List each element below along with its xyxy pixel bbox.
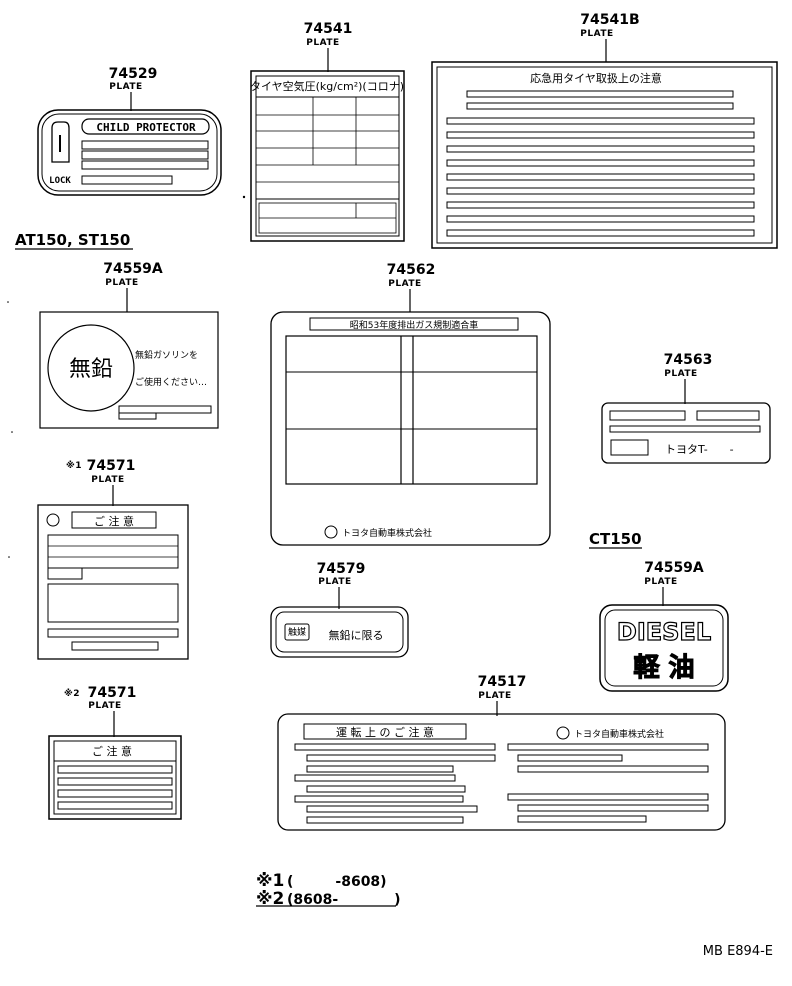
part-number-74579: 74579 (317, 561, 366, 577)
p74563-text: トヨタT- - (665, 443, 734, 456)
unleaded-line-2: ご使用ください… (135, 376, 207, 388)
tire-pressure-header: タイヤ空気圧(kg/cm²)(コロナ) (250, 79, 404, 93)
part-name-74579: PLATE (318, 577, 351, 587)
section-at150: AT150, ST150 (15, 231, 130, 249)
part-number-74517: 74517 (478, 674, 527, 690)
unleaded-symbol: 無鉛 (69, 357, 113, 382)
emission-maker: トヨタ自動車株式会社 (342, 527, 432, 539)
part-name-74559a-at150: PLATE (105, 278, 138, 288)
driving-caution-header: 運 転 上 の ご 注 意 (336, 725, 434, 739)
part-74562: 74562 PLATE 昭和53年度排出ガス規制適合車 トヨタ自動車株式会社 (270, 262, 551, 546)
lock-icon (51, 121, 70, 163)
part-74559a-at150: 74559A PLATE 無鉛 無鉛ガソリンを ご使用ください… (39, 261, 219, 429)
part-number-74541b: 74541B (580, 12, 639, 28)
unleaded-line-1: 無鉛ガソリンを (135, 349, 198, 361)
legend-note1-range: ( -8608) (287, 874, 387, 890)
child-protector-title: CHILD PROTECTOR (96, 121, 196, 134)
note2-prefix: ※2 (64, 688, 80, 699)
legend-note1-mark: ※1 (256, 871, 284, 891)
diagram-code: MB E894-E (703, 944, 773, 959)
legend-note2-mark: ※2 (256, 889, 284, 909)
part-number-74529: 74529 (109, 66, 158, 82)
driving-caution-maker: トヨタ自動車株式会社 (574, 728, 664, 740)
legend: ※1 ( -8608) ※2 (8608- ) (256, 871, 401, 909)
part-number-74563: 74563 (664, 352, 713, 368)
part-74559a-ct150: 74559A PLATE DIESEL 軽 油 (599, 560, 729, 692)
part-name-74571-1: PLATE (91, 475, 124, 485)
caution-1-header: ご 注 意 (94, 514, 134, 528)
part-number-74562: 74562 (387, 262, 436, 278)
part-name-74529: PLATE (109, 82, 142, 92)
part-74529: 74529 PLATE CHILD PROTECTOR LOCK (37, 66, 222, 196)
part-74571-note2: ※2 74571 PLATE ご 注 意 (48, 685, 182, 820)
toyota-logo-icon (324, 525, 338, 539)
part-74579: 74579 PLATE 触媒 無鉛に限る (270, 561, 409, 658)
part-74541: 74541 PLATE タイヤ空気圧(kg/cm²)(コロナ) (242, 21, 405, 242)
part-74563: 74563 PLATE トヨタT- - (601, 352, 771, 464)
part-74541b: 74541B PLATE 応急用タイヤ取扱上の注意 (431, 12, 778, 249)
fuel-limit-text: 無鉛に限る (329, 628, 384, 642)
part-name-74517: PLATE (478, 691, 511, 701)
toyota-logo-icon (46, 513, 60, 527)
part-name-74571-2: PLATE (88, 701, 121, 711)
part-number-74571-2: 74571 (88, 685, 137, 701)
caution-2-header: ご 注 意 (92, 744, 132, 758)
part-number-74541: 74541 (304, 21, 353, 37)
part-74517: 74517 PLATE 運 転 上 の ご 注 意 トヨタ自動車株式会社 (277, 674, 726, 831)
part-number-74571-1: 74571 (87, 458, 136, 474)
section-ct150: CT150 (589, 530, 642, 548)
toyota-logo-icon (556, 726, 570, 740)
lock-label: LOCK (49, 176, 71, 186)
note1-prefix: ※1 (66, 460, 82, 471)
part-name-74562: PLATE (388, 279, 421, 289)
part-74571-note1: ※1 74571 PLATE ご 注 意 (37, 458, 189, 660)
spare-tire-header: 応急用タイヤ取扱上の注意 (530, 71, 662, 85)
part-number-74559a-at150: 74559A (103, 261, 163, 277)
part-name-74559a-ct150: PLATE (644, 577, 677, 587)
part-name-74541b: PLATE (580, 29, 613, 39)
emission-header: 昭和53年度排出ガス規制適合車 (350, 319, 478, 331)
diesel-en: DIESEL (617, 618, 711, 646)
fuel-limit-tag: 触媒 (288, 626, 306, 638)
part-number-74559a-ct150: 74559A (644, 560, 704, 576)
part-name-74563: PLATE (664, 369, 697, 379)
part-name-74541: PLATE (306, 38, 339, 48)
diesel-jp: 軽 油 (633, 652, 694, 683)
legend-note2-range: (8608- ) (287, 892, 401, 908)
